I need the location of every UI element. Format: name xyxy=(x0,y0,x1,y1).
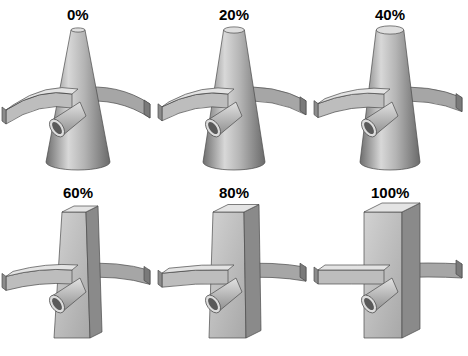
left-fin-end xyxy=(2,273,6,290)
right-fin-end xyxy=(144,266,150,284)
right-fin-end xyxy=(456,94,462,112)
prism-top xyxy=(364,203,420,212)
percent-label: 60% xyxy=(63,185,93,200)
right-fin-end xyxy=(456,260,462,278)
right-fin-end xyxy=(300,97,306,115)
left-fin-end xyxy=(314,267,318,284)
nozzle-opening xyxy=(206,296,220,311)
left-fin-end xyxy=(158,270,162,287)
nozzle-opening xyxy=(362,120,376,135)
left-fin-top xyxy=(318,265,390,270)
percent-label: 100% xyxy=(371,185,409,200)
nozzle-opening xyxy=(50,296,64,311)
nozzle-opening xyxy=(206,120,220,135)
percent-label: 40% xyxy=(375,7,405,22)
nozzle-rim xyxy=(46,292,67,315)
cone-top xyxy=(224,27,245,33)
prism-side xyxy=(402,203,420,338)
percent-label: 80% xyxy=(219,185,249,200)
right-fin-end xyxy=(300,263,306,281)
prism-side xyxy=(86,206,102,338)
nozzle-rim xyxy=(202,116,223,139)
left-fin-top xyxy=(162,265,234,273)
cone-top xyxy=(376,26,404,34)
nozzle-opening xyxy=(362,296,376,311)
left-fin-top xyxy=(162,88,234,107)
left-fin-top xyxy=(318,88,390,103)
nozzle-rim xyxy=(358,116,379,139)
nozzle-opening xyxy=(50,120,64,135)
left-fin-end xyxy=(158,104,162,121)
percent-label: 20% xyxy=(219,7,249,22)
right-fin-end xyxy=(144,100,150,118)
nozzle-rim xyxy=(358,292,379,315)
left-fin-end xyxy=(314,101,318,118)
cone-top xyxy=(71,28,85,32)
nozzle-rim xyxy=(202,292,223,315)
prism-top xyxy=(213,205,259,213)
nozzle-rim xyxy=(46,116,67,139)
left-fin-end xyxy=(2,107,6,124)
percent-label: 0% xyxy=(67,7,89,22)
left-fin-top xyxy=(6,88,78,110)
shape-group xyxy=(2,26,462,338)
left-fin-top xyxy=(6,264,78,276)
left-fin xyxy=(318,270,384,284)
prism-side xyxy=(244,205,261,339)
prism-top xyxy=(62,206,98,212)
